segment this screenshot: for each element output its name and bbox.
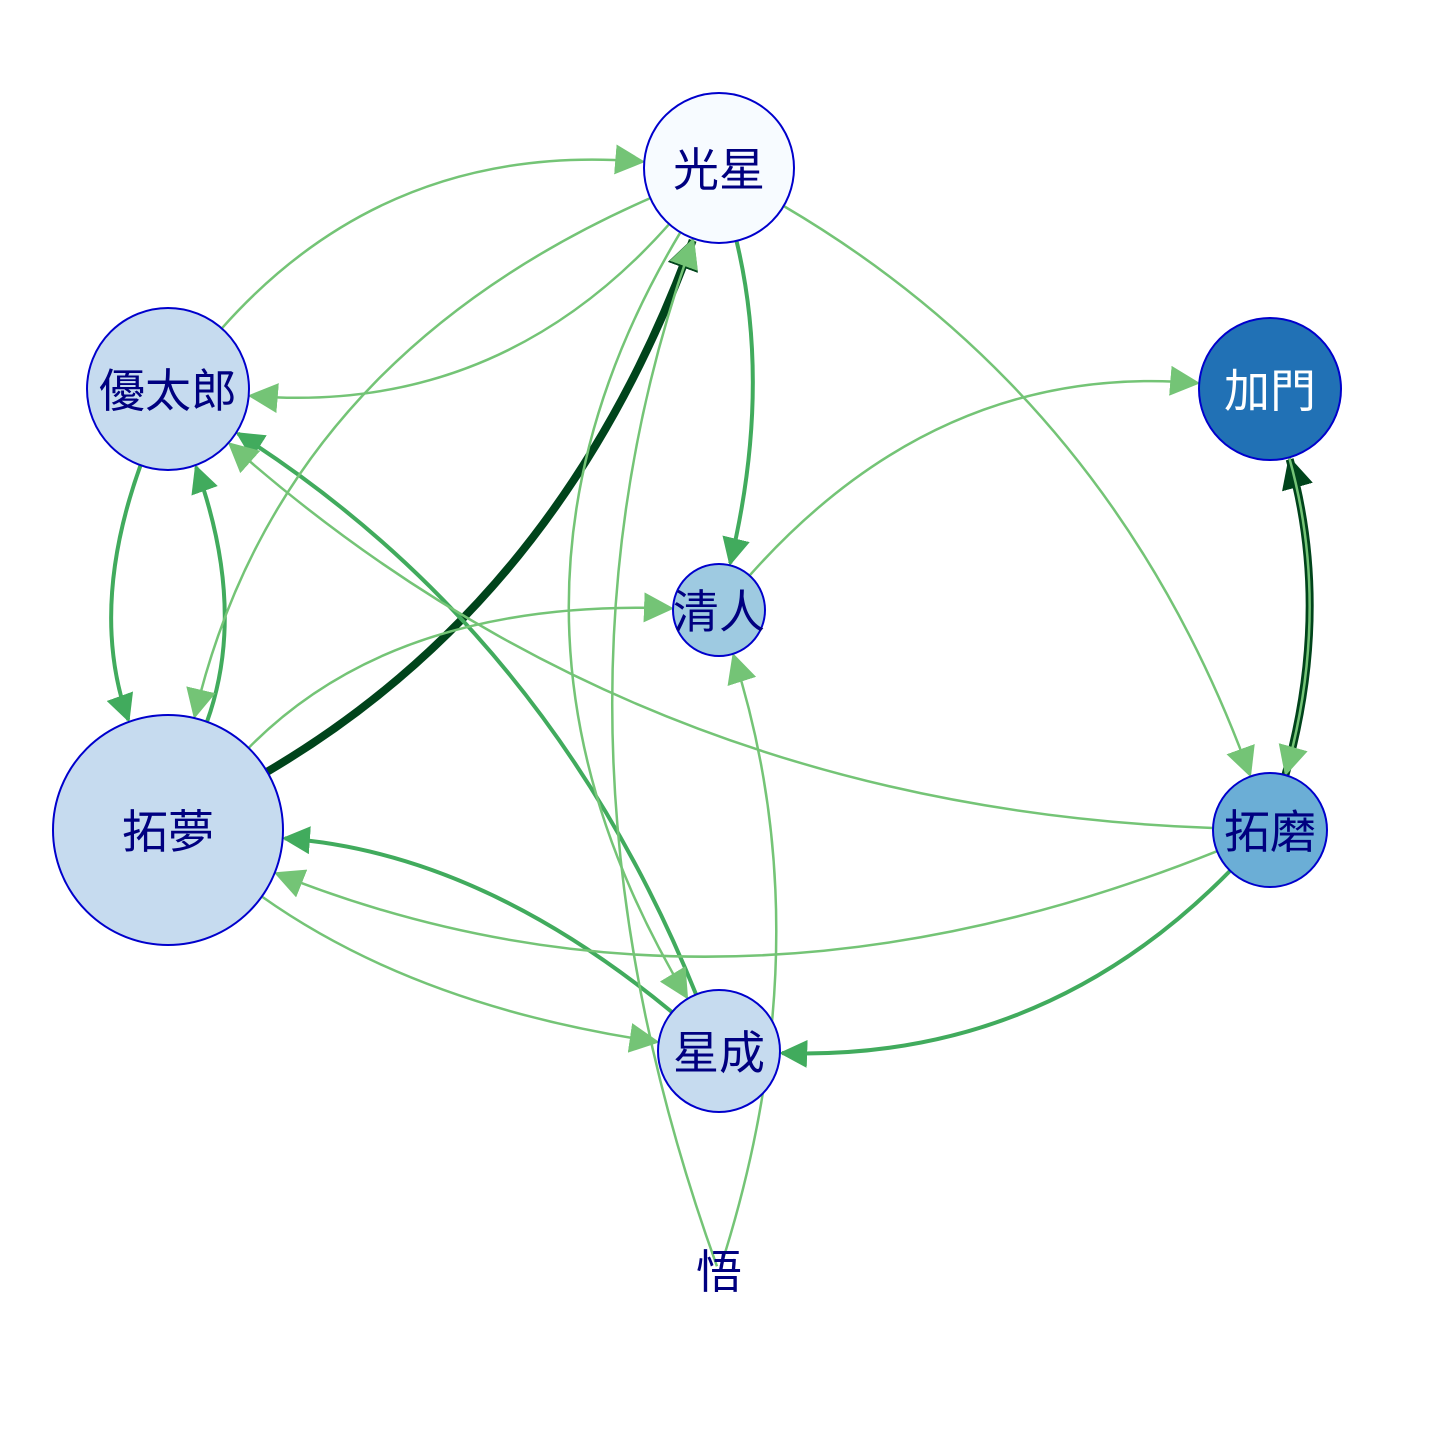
node-koboshi[interactable]: 光星 [643, 92, 795, 244]
node-label: 悟 [696, 1245, 742, 1299]
node-takumu[interactable]: 拓夢 [52, 714, 284, 946]
node-label: 光星 [673, 143, 765, 197]
node-label: 清人 [673, 585, 765, 639]
node-label: 拓夢 [122, 805, 214, 859]
edge-koboshi-to-takumu [186, 196, 651, 720]
node-circle [1212, 772, 1328, 888]
edge-yutaro-to-koboshi [220, 144, 646, 330]
edges-layer [106, 144, 1314, 1267]
node-circle [657, 989, 781, 1113]
node-label: 優太郎 [99, 364, 237, 418]
edge-takuma-to-seina [779, 869, 1232, 1068]
node-satoru[interactable]: 悟 [696, 1245, 742, 1299]
node-label: 加門 [1224, 364, 1316, 418]
edge-kiyoto-to-kamon [748, 365, 1201, 577]
edge-koboshi-to-takuma [783, 204, 1255, 778]
edge-takumu-to-seina [261, 895, 660, 1053]
edge-satoru-to-kiyoto [719, 652, 778, 1267]
node-kiyoto[interactable]: 清人 [672, 563, 766, 657]
node-circle [672, 563, 766, 657]
edge-takumu-to-yutaro [191, 464, 227, 723]
node-seina[interactable]: 星成 [657, 989, 781, 1113]
node-circle [1198, 317, 1342, 461]
edge-koboshi-to-seina [567, 231, 689, 1000]
edge-takumu-to-kiyoto [247, 592, 675, 749]
node-circle [643, 92, 795, 244]
edge-takuma-to-yutaro [227, 442, 1214, 830]
edge-seina-to-yutaro [235, 431, 698, 996]
nodes-layer: 光星 優太郎 加門 清人 拓夢 拓磨 星成 悟 [52, 92, 1342, 1299]
edge-yutaro-to-takumu [106, 464, 143, 723]
edge-koboshi-to-kiyoto [722, 240, 755, 567]
edge-kamon-to-takuma [1278, 457, 1311, 777]
node-label: 拓磨 [1224, 805, 1316, 859]
node-circle [52, 714, 284, 946]
edge-takumu-to-koboshi [265, 237, 698, 776]
node-kamon[interactable]: 加門 [1198, 317, 1342, 461]
node-label: 星成 [673, 1026, 765, 1080]
edge-koboshi-to-yutaro [247, 223, 671, 413]
node-takuma[interactable]: 拓磨 [1212, 772, 1328, 888]
node-yutaro[interactable]: 優太郎 [86, 307, 250, 471]
edge-satoru-to-koboshi [611, 237, 719, 1267]
edge-takuma-to-takumu [273, 850, 1218, 958]
edge-seina-to-takumu [281, 826, 674, 1014]
node-circle [86, 307, 250, 471]
